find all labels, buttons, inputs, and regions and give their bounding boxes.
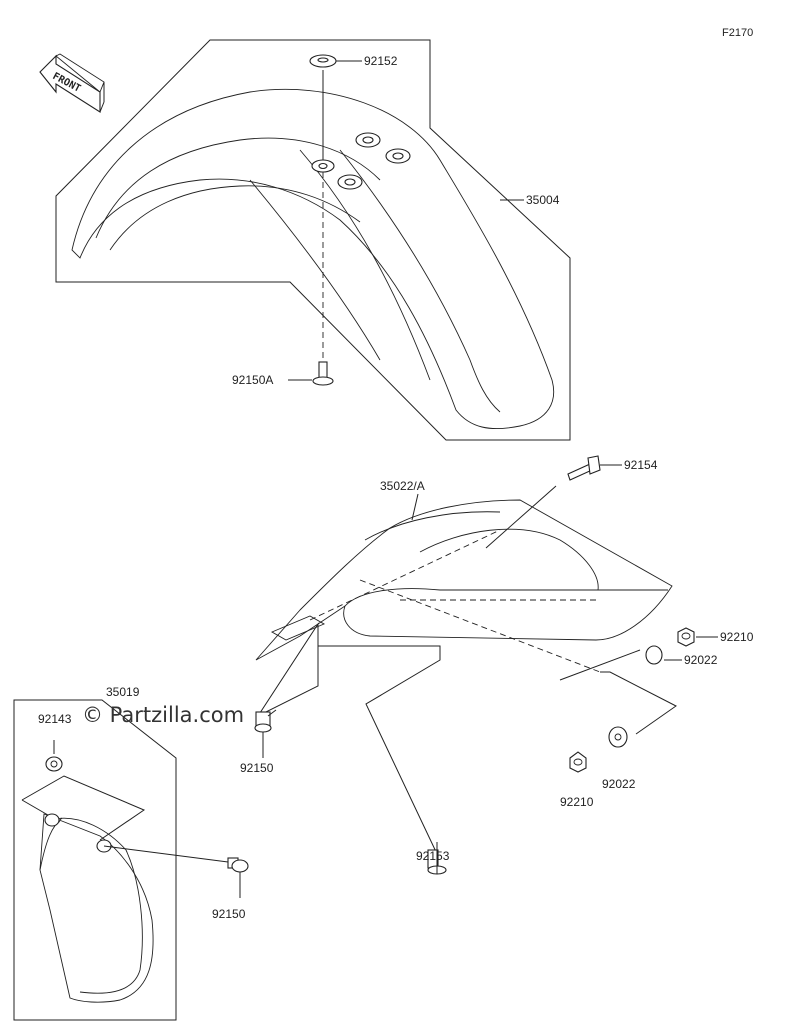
nut-92210-right	[677, 627, 695, 647]
part-label-92150-low: 92150	[212, 907, 246, 921]
part-label-92143: 92143	[38, 712, 72, 726]
part-label-92210-right: 92210	[720, 630, 754, 644]
part-label-92150-mid: 92150	[240, 761, 274, 775]
washer-92152	[309, 54, 337, 68]
washer-92022-right	[645, 645, 663, 665]
bolt-92150a	[312, 361, 334, 386]
part-label-35004: 35004	[526, 193, 560, 207]
part-label-92210-low: 92210	[560, 795, 594, 809]
part-label-92154: 92154	[624, 458, 658, 472]
nut-92210-low	[569, 751, 587, 773]
washer-92022-low	[608, 726, 628, 748]
part-label-35022a: 35022/A	[380, 479, 425, 493]
part-label-92153: 92153	[416, 849, 450, 863]
part-label-92022-right: 92022	[684, 653, 718, 667]
grommet-92143	[45, 756, 63, 772]
bolt-92150-mid	[254, 709, 277, 733]
rear-fender-group	[255, 485, 677, 857]
part-label-35019: 35019	[106, 685, 140, 699]
front-arrow-icon	[39, 53, 105, 114]
side-plate-group	[13, 699, 229, 1021]
bolt-92154	[567, 455, 601, 481]
figure-code: F2170	[722, 27, 753, 39]
front-fender-group	[55, 39, 571, 441]
part-label-92022-low: 92022	[602, 777, 636, 791]
part-label-92150a: 92150A	[232, 373, 273, 387]
watermark: © Partzilla.com	[82, 703, 244, 727]
bolt-92150-low	[227, 857, 249, 873]
part-label-92152: 92152	[364, 54, 398, 68]
